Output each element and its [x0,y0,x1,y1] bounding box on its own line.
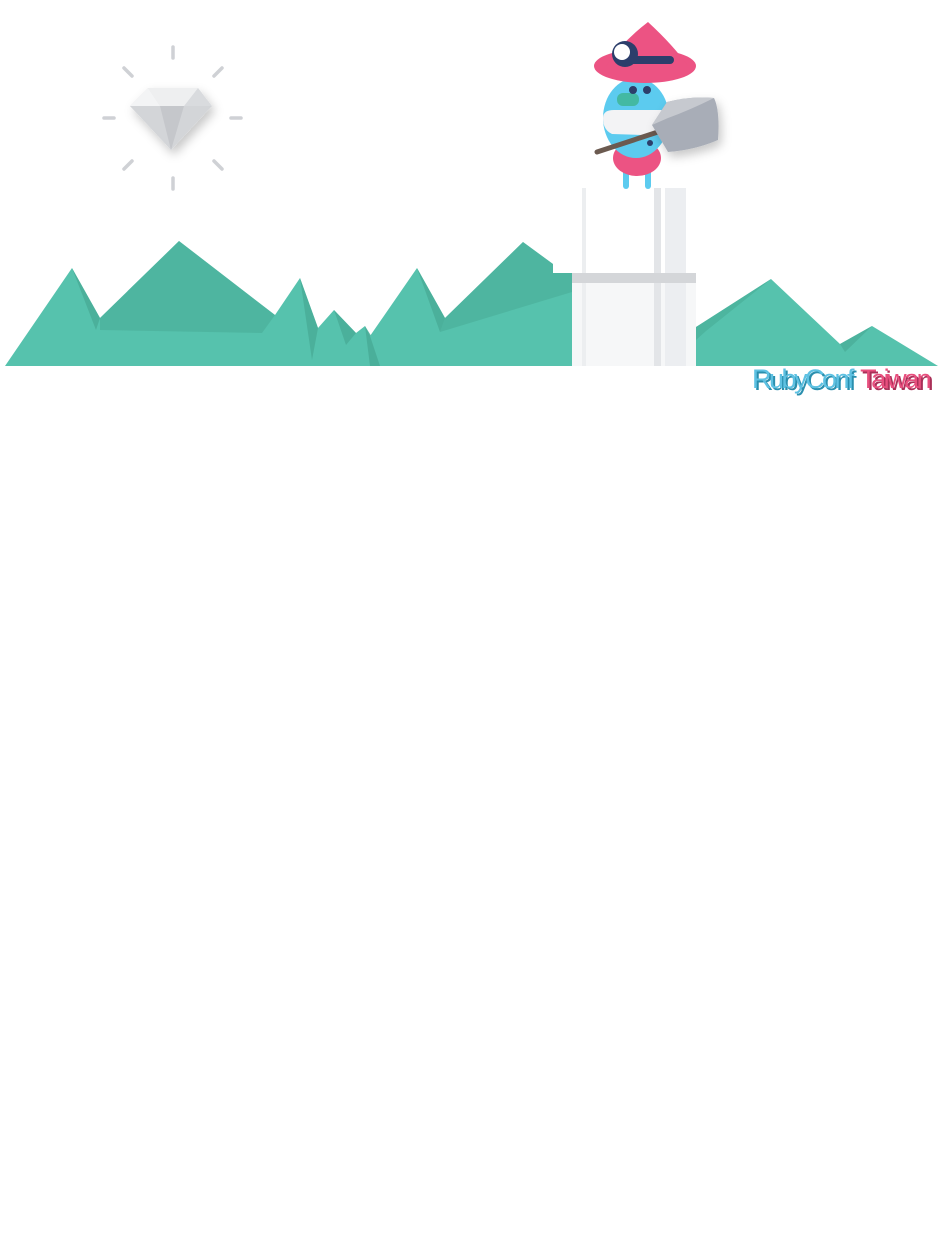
hero-illustration [5,22,938,366]
mountain-range-icon [5,241,938,366]
sparkle-ray-icon [102,45,243,191]
mine-tower-icon [572,188,696,366]
logo-word-ruby: Ruby [752,364,808,394]
diamond-icon [102,45,243,191]
logo-word-taiwan: Taiwan [860,364,932,394]
logo-word-conf: Conf [805,364,855,394]
miner-mascot-icon [594,22,719,189]
